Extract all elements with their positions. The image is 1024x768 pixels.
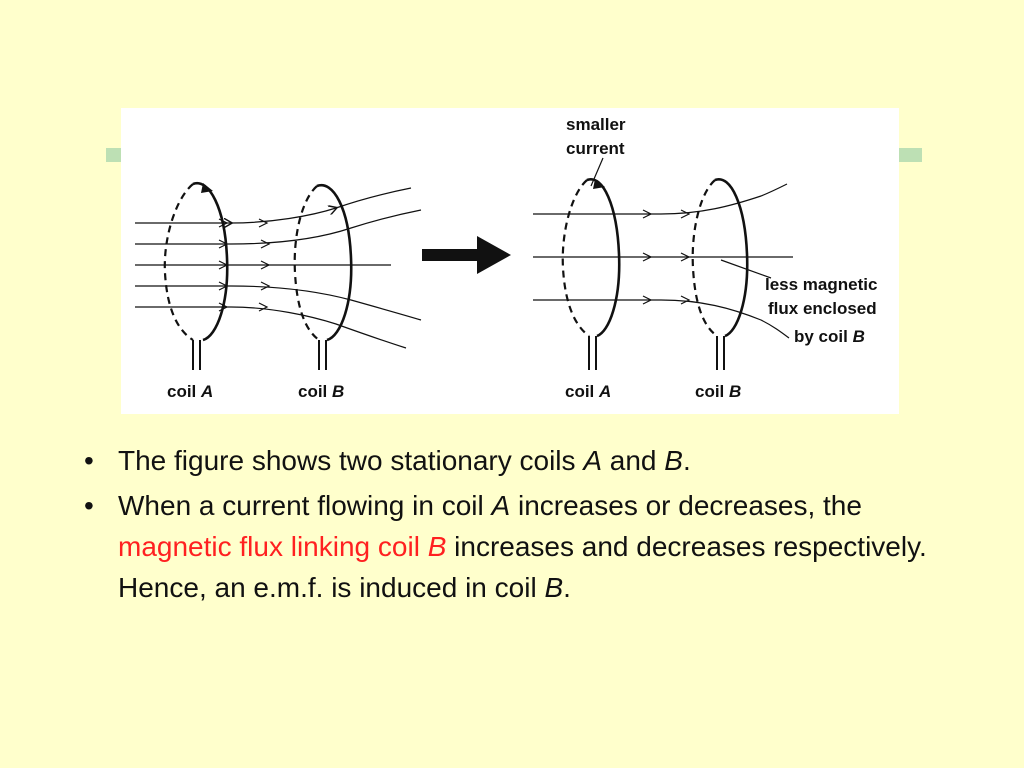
smaller-current-label-line2: current xyxy=(566,139,625,158)
bullet-2-coil-a: A xyxy=(491,490,511,521)
less-flux-label-line2: flux enclosed xyxy=(768,299,877,318)
bullet-2-highlight-coil-b: B xyxy=(427,531,447,562)
bullet-item-1: • The figure shows two stationary coils … xyxy=(80,440,930,481)
right-field-lines xyxy=(533,183,793,339)
bullet-2-text-mid: increases or decreases, the xyxy=(510,490,862,521)
left-diagram: coil A coil B xyxy=(135,181,422,401)
bullet-2-text-end: increases and decreases respectively. He… xyxy=(118,531,927,603)
left-coil-b-label: coil B xyxy=(298,382,344,401)
right-diagram: smaller current less magnetic flux enclo… xyxy=(533,115,877,401)
bullet-dot: • xyxy=(84,445,94,476)
left-coil-a-label: coil A xyxy=(167,382,213,401)
left-coil-a xyxy=(163,181,229,370)
bullet-1-coil-a: A xyxy=(583,445,602,476)
bullet-1-coil-b: B xyxy=(664,445,683,476)
less-flux-label-line1: less magnetic xyxy=(765,275,877,294)
smaller-current-pointer xyxy=(590,157,604,187)
right-coil-a xyxy=(561,178,621,370)
left-coil-b xyxy=(293,183,353,370)
left-field-lines xyxy=(135,187,422,349)
transition-arrow-icon xyxy=(422,236,511,274)
less-flux-label-line3: by coil B xyxy=(794,327,865,346)
bullet-2-highlight: magnetic flux linking coil xyxy=(118,531,428,562)
right-coil-a-label: coil A xyxy=(565,382,611,401)
bullet-2-coil-b: B xyxy=(544,572,564,603)
less-flux-pointer xyxy=(720,259,772,279)
bullet-1-text: The figure shows two stationary coils xyxy=(118,445,584,476)
bullet-dot: • xyxy=(84,490,94,521)
right-coil-b xyxy=(691,178,749,370)
smaller-current-label-line1: smaller xyxy=(566,115,626,134)
right-coil-b-label: coil B xyxy=(695,382,741,401)
bullet-item-2: • When a current flowing in coil A incre… xyxy=(80,485,930,608)
bullet-2-period: . xyxy=(563,572,571,603)
bullet-list: • The figure shows two stationary coils … xyxy=(80,440,930,612)
bullet-1-and: and xyxy=(602,445,665,476)
coil-figure: coil A coil B xyxy=(121,108,899,414)
bullet-2-text-start: When a current flowing in coil xyxy=(118,490,492,521)
bullet-1-period: . xyxy=(682,445,691,476)
